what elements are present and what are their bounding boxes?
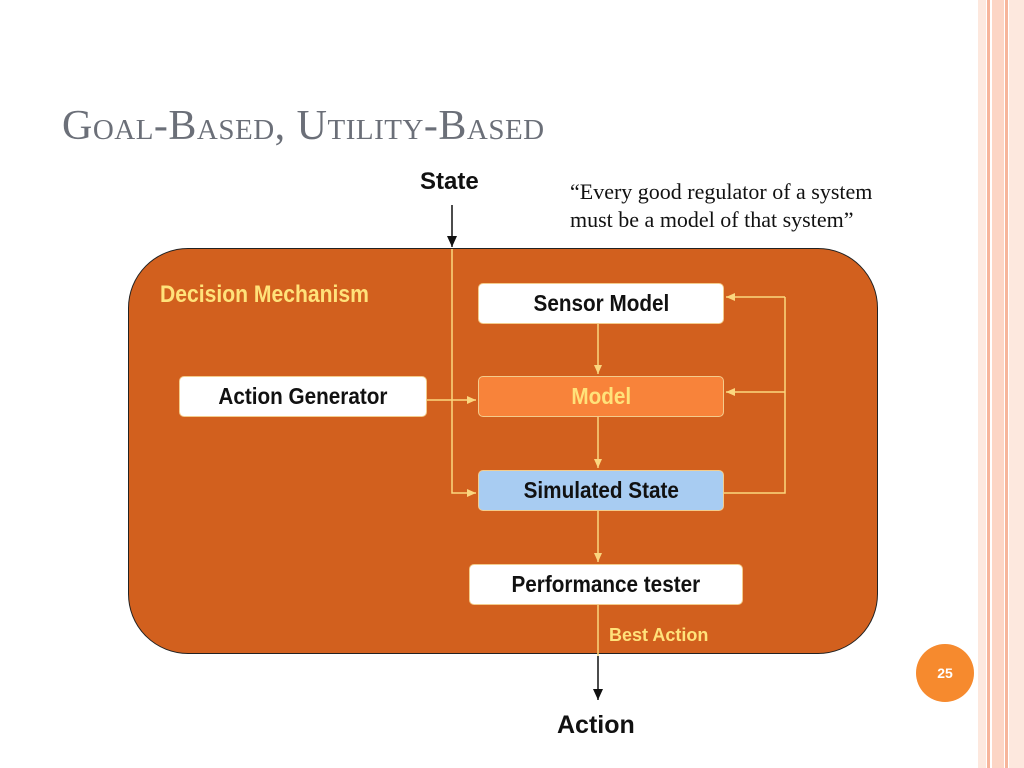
quote-line-1: “Every good regulator of a system: [570, 179, 873, 204]
action-generator-label: Action Generator: [218, 383, 388, 409]
model-label: Model: [571, 383, 631, 409]
simulated-state-node: Simulated State: [478, 470, 724, 511]
arrow-state-to-simulated: [451, 249, 476, 497]
page-number-badge: 25: [916, 644, 974, 702]
state-label: State: [420, 168, 479, 195]
model-node: Model: [478, 376, 724, 417]
simulated-state-label: Simulated State: [523, 477, 679, 503]
performance-tester-node: Performance tester: [469, 564, 743, 605]
best-action-label: Best Action: [609, 625, 709, 645]
sensor-model-node: Sensor Model: [478, 283, 724, 324]
sensor-model-label: Sensor Model: [533, 290, 669, 316]
decision-mechanism-label: Decision Mechanism: [160, 281, 369, 308]
decorative-edge-stripes: [978, 0, 1024, 768]
quote-line-2: must be a model of that system”: [570, 207, 854, 232]
action-generator-node: Action Generator: [179, 376, 427, 417]
slide-title: Goal-Based, Utility-Based: [62, 103, 545, 149]
performance-tester-label: Performance tester: [511, 571, 701, 597]
quote: “Every good regulator of a system must b…: [570, 178, 990, 234]
arrow-feedback-loop: [724, 297, 786, 494]
action-label: Action: [557, 711, 635, 739]
